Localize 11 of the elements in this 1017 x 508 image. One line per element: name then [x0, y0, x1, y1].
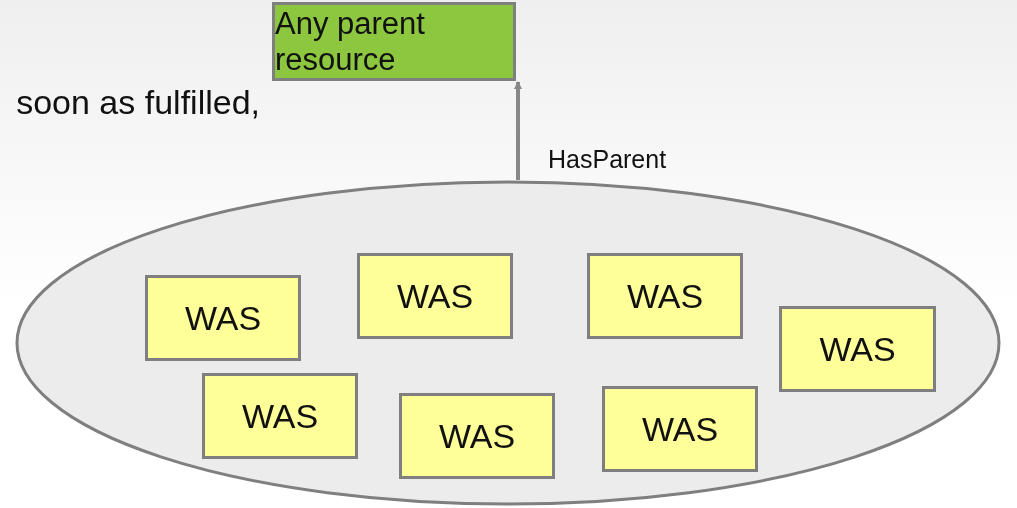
was-box: WAS — [779, 306, 936, 392]
parent-resource-box: Any parent resource — [272, 2, 516, 81]
was-box: WAS — [145, 275, 301, 361]
was-box: WAS — [357, 253, 513, 339]
arrow — [514, 81, 522, 180]
was-box: WAS — [399, 393, 555, 479]
was-box: WAS — [587, 253, 743, 339]
edge-label: HasParent — [548, 145, 667, 174]
was-box: WAS — [202, 373, 358, 459]
note-text: soon as fulfilled, — [15, 82, 260, 123]
was-box: WAS — [602, 386, 758, 472]
